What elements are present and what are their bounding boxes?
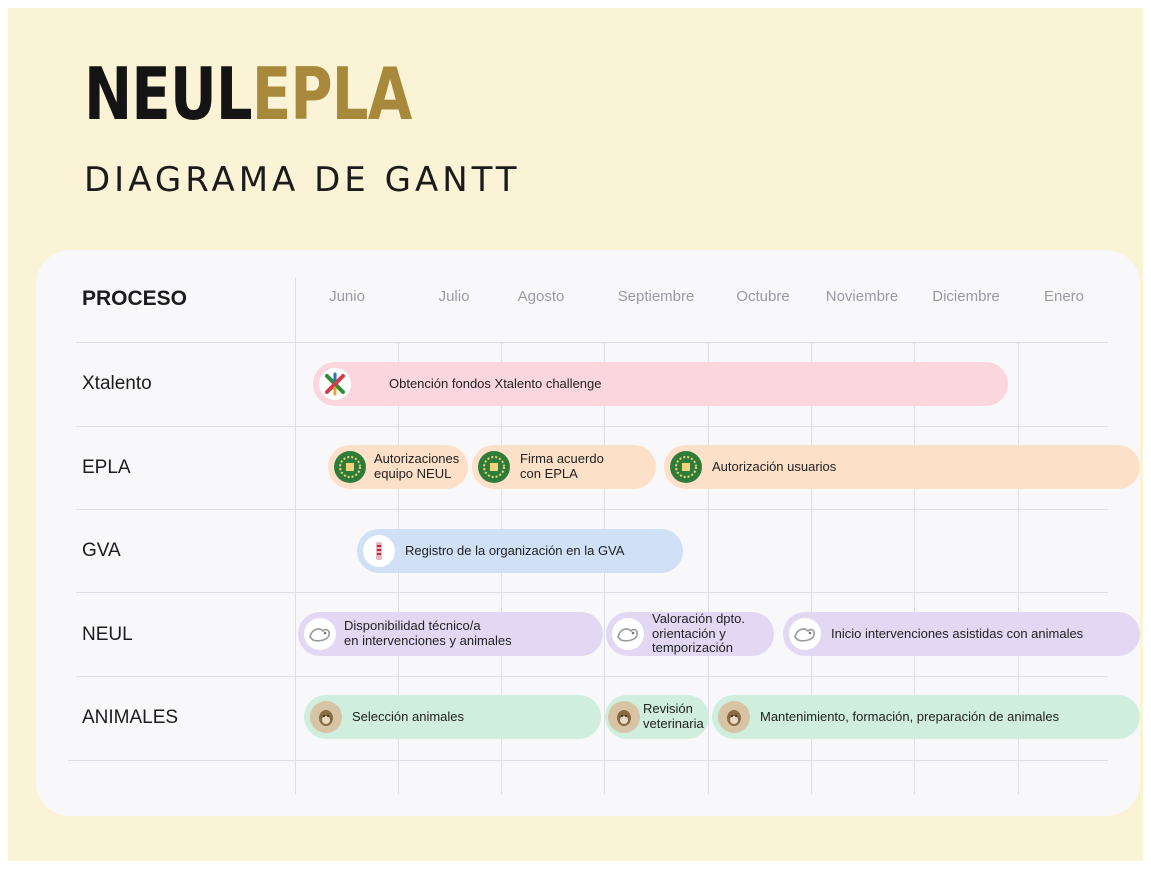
row-label-xtalento: Xtalento [82,373,152,394]
brand-title: NEULEPLA [84,58,412,130]
task-bar[interactable]: Selección animales [304,695,601,739]
grid-vline [708,343,709,794]
brand-title-part1: NEUL [84,52,253,136]
task-bar[interactable]: Obtención fondos Xtalento challenge [313,362,1008,406]
task-label: Valoración dpto. orientación y temporiza… [652,612,745,656]
month-header-enero: Enero [1043,288,1085,305]
grid-hline [68,760,1108,761]
neul-logo-icon [789,618,821,650]
brand-title-part2: EPLA [251,52,412,136]
task-bar[interactable]: Mantenimiento, formación, preparación de… [712,695,1140,739]
grid-hline [76,676,1108,677]
page-subtitle: DIAGRAMA DE GANTT [84,160,521,200]
task-label: Firma acuerdo con EPLA [520,451,604,481]
grid-vline [914,343,915,794]
grid-hline [76,509,1108,510]
task-bar[interactable]: Autorización usuarios [664,445,1140,489]
task-bar[interactable]: Autorizaciones equipo NEUL [328,445,468,489]
epla-seal-icon [670,451,702,483]
task-label: Obtención fondos Xtalento challenge [389,375,602,391]
row-label-epla: EPLA [82,457,131,478]
grid-vline [1018,343,1019,794]
gva-logo-icon [363,535,395,567]
grid-hline [76,426,1108,427]
row-label-animales: ANIMALES [82,707,179,728]
task-label: Autorizaciones equipo NEUL [374,451,460,481]
row-label-gva: GVA [82,540,121,561]
task-bar[interactable]: Inicio intervenciones asistidas con anim… [783,612,1140,656]
month-header-julio: Julio [438,288,470,305]
row-label-neul: NEUL [82,624,133,645]
gantt-card: PROCESO Junio Julio Agosto Septiembre Oc… [36,250,1140,816]
dog-photo-icon [608,701,640,733]
task-bar[interactable]: Registro de la organización en la GVA [357,529,683,573]
task-bar[interactable]: Disponibilidad técnico/a en intervencion… [298,612,603,656]
grid-vline [811,343,812,794]
dog-photo-icon [718,701,750,733]
month-header-septiembre: Septiembre [617,288,695,305]
neul-logo-icon [612,618,644,650]
task-bar[interactable]: Valoración dpto. orientación y temporiza… [606,612,774,656]
task-label: Revisión veterinaria [643,701,704,731]
task-label: Inicio intervenciones asistidas con anim… [831,625,1084,641]
dog-photo-icon [310,701,342,733]
task-label: Mantenimiento, formación, preparación de… [760,708,1060,724]
month-header-octubre: Octubre [736,288,790,305]
month-header-junio: Junio [329,288,365,305]
task-bar[interactable]: Firma acuerdo con EPLA [472,445,656,489]
task-label: Selección animales [352,708,465,724]
column-header-proceso: PROCESO [82,287,188,310]
neul-logo-icon [304,618,336,650]
epla-seal-icon [478,451,510,483]
xtalento-logo-icon [319,368,351,400]
month-header-agosto: Agosto [517,288,565,305]
epla-seal-icon [334,451,366,483]
grid-hline [76,592,1108,593]
month-header-noviembre: Noviembre [825,288,899,305]
grid-vline [295,278,296,794]
task-label: Registro de la organización en la GVA [405,542,625,558]
grid-hline [76,342,1108,343]
task-label: Autorización usuarios [712,458,837,474]
month-header-diciembre: Diciembre [932,288,1000,305]
task-bar[interactable]: Revisión veterinaria [605,695,709,739]
task-label: Disponibilidad técnico/a en intervencion… [344,618,512,648]
